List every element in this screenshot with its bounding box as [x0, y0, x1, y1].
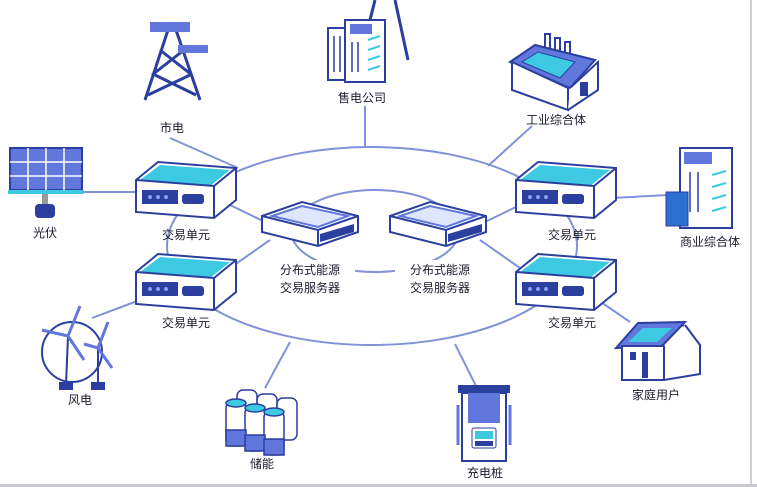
trading-server-left[interactable] — [261, 201, 359, 247]
right-border — [750, 0, 752, 487]
commercial-building-icon — [665, 147, 733, 229]
battery-storage-icon — [225, 389, 298, 456]
trading-unit-top-left[interactable] — [135, 161, 237, 219]
server-label-line2: 交易服务器 — [280, 280, 340, 295]
office-building-icon — [327, 0, 410, 83]
industrial-complex-label: 工业综合体 — [526, 112, 586, 127]
trading-unit-label: 交易单元 — [548, 315, 596, 330]
commercial-complex-label: 商业综合体 — [680, 234, 740, 249]
energy-storage-label: 储能 — [250, 456, 274, 471]
outer-ring — [166, 146, 578, 346]
wind-power-label: 风电 — [68, 393, 92, 407]
factory-icon — [507, 33, 599, 112]
trading-unit-bottom-right[interactable] — [515, 253, 617, 311]
trading-unit-top-right[interactable] — [515, 161, 617, 219]
trading-unit-label: 交易单元 — [162, 315, 210, 330]
trading-unit-bottom-left[interactable] — [135, 253, 237, 311]
trading-unit-label: 交易单元 — [162, 227, 210, 242]
solar-panel-icon — [8, 147, 84, 218]
wind-turbine-icon — [41, 305, 114, 390]
trading-unit-label: 交易单元 — [548, 227, 596, 242]
power-retailer-label: 售电公司 — [338, 90, 386, 105]
charging-pile-icon — [456, 385, 512, 462]
server-label-line1: 分布式能源 — [280, 263, 340, 277]
server-label-line2: 交易服务器 — [410, 280, 470, 295]
trading-server-right[interactable] — [389, 201, 487, 247]
bottom-border — [0, 484, 757, 487]
photovoltaic-label: 光伏 — [33, 226, 57, 240]
server-label-line1: 分布式能源 — [410, 263, 470, 277]
power-tower-icon — [143, 22, 208, 101]
city-grid-label: 市电 — [160, 120, 184, 135]
house-icon — [613, 320, 701, 382]
household-user-label: 家庭用户 — [632, 387, 680, 402]
charging-pile-label: 充电桩 — [467, 465, 503, 480]
